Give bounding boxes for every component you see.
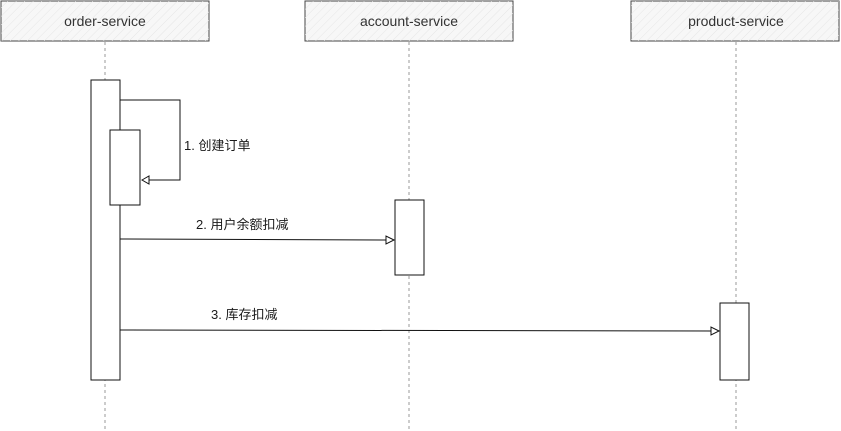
message-label: 2. 用户余额扣减 — [196, 217, 288, 232]
activation-order-self — [109, 129, 141, 206]
activation-order — [90, 79, 121, 381]
participant-product[interactable]: product-service — [630, 0, 840, 42]
message-3: 3. 库存扣减 — [119, 307, 721, 336]
participant-label: order-service — [64, 13, 146, 29]
activation-product — [719, 302, 750, 381]
message-label: 1. 创建订单 — [184, 138, 250, 153]
participant-label: product-service — [688, 13, 784, 29]
participant-order[interactable]: order-service — [0, 0, 210, 42]
activation-account — [394, 199, 425, 276]
message-label: 3. 库存扣减 — [211, 307, 277, 322]
message-2: 2. 用户余额扣减 — [119, 217, 396, 245]
arrowhead-icon — [140, 175, 150, 185]
message-1: 1. 创建订单 — [120, 99, 250, 185]
arrowhead-icon — [710, 326, 721, 336]
participant-account[interactable]: account-service — [304, 0, 514, 42]
arrowhead-icon — [385, 235, 396, 245]
participant-label: account-service — [360, 13, 458, 29]
